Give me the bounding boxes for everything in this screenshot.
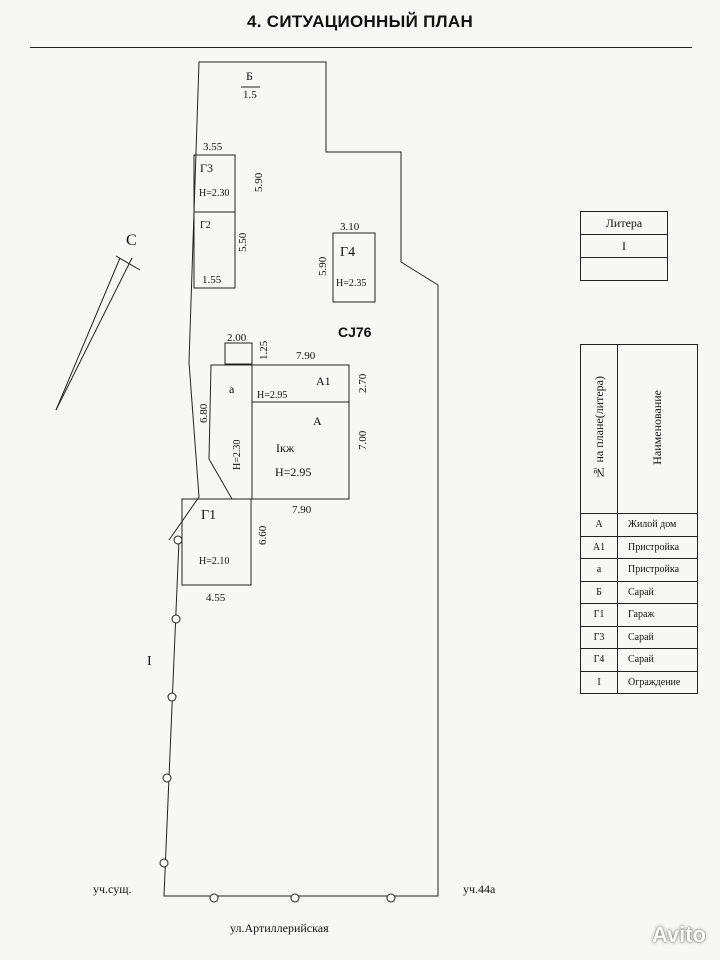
a-side: 7.00 [357,430,369,450]
g3-length: 5.90 [253,172,265,192]
building-g3-g2 [193,154,236,289]
g2-name: Г2 [200,220,211,231]
avito-watermark: Avito [651,922,706,947]
a-name: А [313,414,322,428]
g3-height: H=2.30 [199,188,229,199]
b-height: 1.5 [243,89,257,101]
g4-name: Г4 [340,245,355,260]
top-width: 7.90 [296,350,316,362]
building-g1 [181,498,252,586]
g1-width: 4.55 [206,592,226,604]
g1-length: 6.60 [257,525,269,545]
litera-empty [580,257,668,281]
plot-label: CJ76 [338,324,372,340]
g1-height: H=2.10 [199,556,229,567]
a1-name: А1 [316,374,331,388]
porch-depth: 1.25 [258,340,270,360]
compass-label: С [126,232,137,249]
fence-posts [159,535,396,903]
g3-name: Г3 [200,161,213,175]
neighbor-left: уч.сущ. [93,882,131,896]
title-rule [30,47,692,48]
g4-height: H=2.35 [336,278,366,289]
g1-name: Г1 [201,508,216,523]
a-width: 7.90 [292,504,312,516]
legend-col2-header: Наименование [650,390,664,465]
neighbor-right: уч.44а [463,882,496,896]
a-small-side: 6.80 [198,403,210,423]
a-small-name: а [229,382,235,396]
litera-header: Литера [580,211,668,235]
porch [224,342,253,365]
street-label: ул.Артиллерийская [230,921,329,935]
legend-col1-header: № на плане(литера) [591,375,606,480]
g4-length: 5.90 [317,256,329,276]
a-height: H=2.95 [275,465,311,479]
g3-width: 3.55 [203,141,223,153]
g2-width: 1.55 [202,274,222,286]
a-small-height: H=2.30 [232,440,243,470]
g2-length: 5.50 [237,232,249,252]
a1-height: H=2.95 [257,390,287,401]
page-title: 4. СИТУАЦИОННЫЙ ПЛАН [246,12,474,31]
g4-width: 3.10 [340,221,360,233]
fence-label: I [147,654,152,669]
building-g4 [332,232,376,303]
porch-width: 2.00 [227,332,247,344]
north-arrow: С [55,232,141,411]
litera-table: Литера I [580,211,668,281]
litera-value: I [580,234,668,258]
a1-side: 2.70 [357,373,369,393]
a-sub: Iкж [276,441,295,455]
b-name: Б [246,69,253,83]
